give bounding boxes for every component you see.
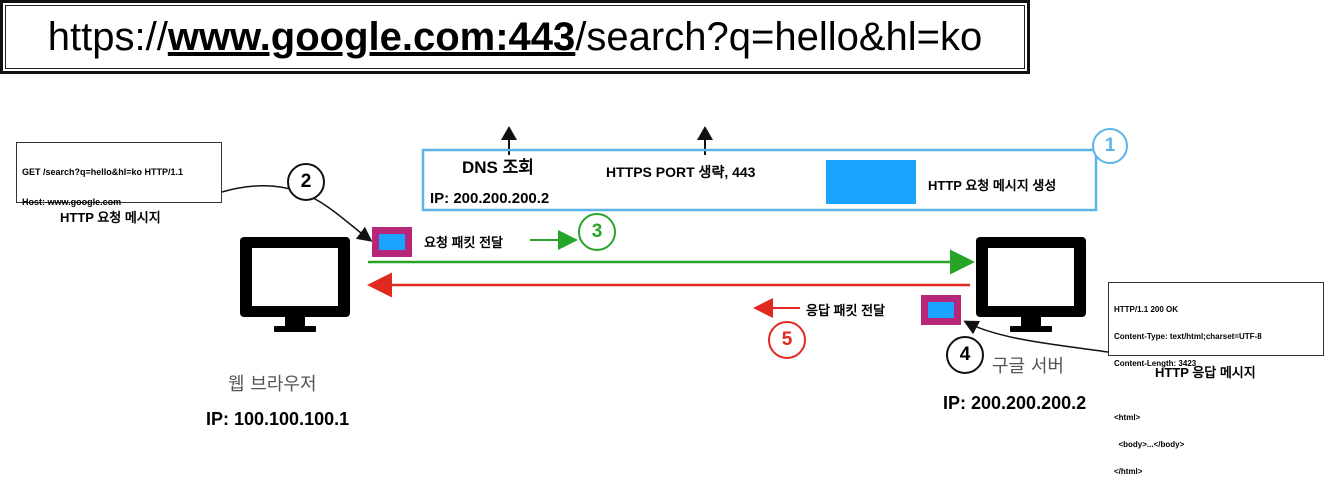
request-packet-icon	[372, 227, 412, 257]
client-monitor-icon	[240, 237, 350, 332]
request-host-line: Host: www.google.com	[22, 197, 122, 207]
response-html-open: <html>	[1114, 413, 1141, 422]
dns-up-arrow	[501, 126, 517, 155]
port-up-arrow	[697, 126, 713, 155]
message-block	[826, 160, 916, 204]
create-message-label: HTTP 요청 메시지 생성	[928, 178, 1057, 193]
dns-lookup-label: DNS 조회	[462, 158, 534, 177]
response-pointer-curve	[963, 320, 1109, 353]
request-line: GET /search?q=hello&hl=ko HTTP/1.1	[22, 167, 184, 177]
step-2-badge: 2	[287, 163, 325, 201]
response-body-line: <body>...</body>	[1114, 440, 1185, 449]
response-blank-line	[1114, 386, 1318, 395]
response-message-box: HTTP/1.1 200 OK Content-Type: text/html;…	[1108, 282, 1324, 476]
dns-result-ip: IP: 200.200.200.2	[430, 190, 550, 207]
client-name: 웹 브라우저	[228, 374, 317, 395]
response-message-caption: HTTP 응답 메시지	[1155, 365, 1256, 380]
send-packet-label: 요청 패킷 전달	[424, 235, 503, 250]
url-path: /search?q=hello&hl=ko	[575, 14, 983, 59]
step-5-badge: 5	[768, 321, 806, 359]
step-1-badge: 1	[1092, 128, 1128, 164]
url-scheme: https://	[47, 14, 168, 59]
response-content-type-line: Content-Type: text/html;charset=UTF-8	[1114, 332, 1262, 341]
response-html-close: </html>	[1114, 467, 1143, 476]
step-3-badge: 3	[578, 213, 616, 251]
https-port-label: HTTPS PORT 생략, 443	[606, 164, 756, 180]
url-display: https://www.google.com:443/search?q=hell…	[0, 0, 1030, 74]
response-packet-label: 응답 패킷 전달	[806, 303, 885, 318]
request-message-box: GET /search?q=hello&hl=ko HTTP/1.1 Host:…	[16, 142, 222, 207]
response-content-length-line: Content-Length: 3423	[1114, 359, 1197, 368]
response-packet-icon	[921, 295, 961, 325]
client-ip: IP: 100.100.100.1	[206, 409, 350, 429]
server-monitor-icon	[976, 237, 1086, 332]
response-status-line: HTTP/1.1 200 OK	[1114, 305, 1179, 314]
steps-box	[421, 148, 1098, 212]
step-4-badge: 4	[946, 336, 984, 374]
server-name: 구글 서버	[992, 356, 1064, 377]
server-ip: IP: 200.200.200.2	[943, 393, 1087, 413]
url-host: www.google.com:443	[167, 14, 576, 59]
request-message-caption: HTTP 요청 메시지	[60, 210, 161, 225]
